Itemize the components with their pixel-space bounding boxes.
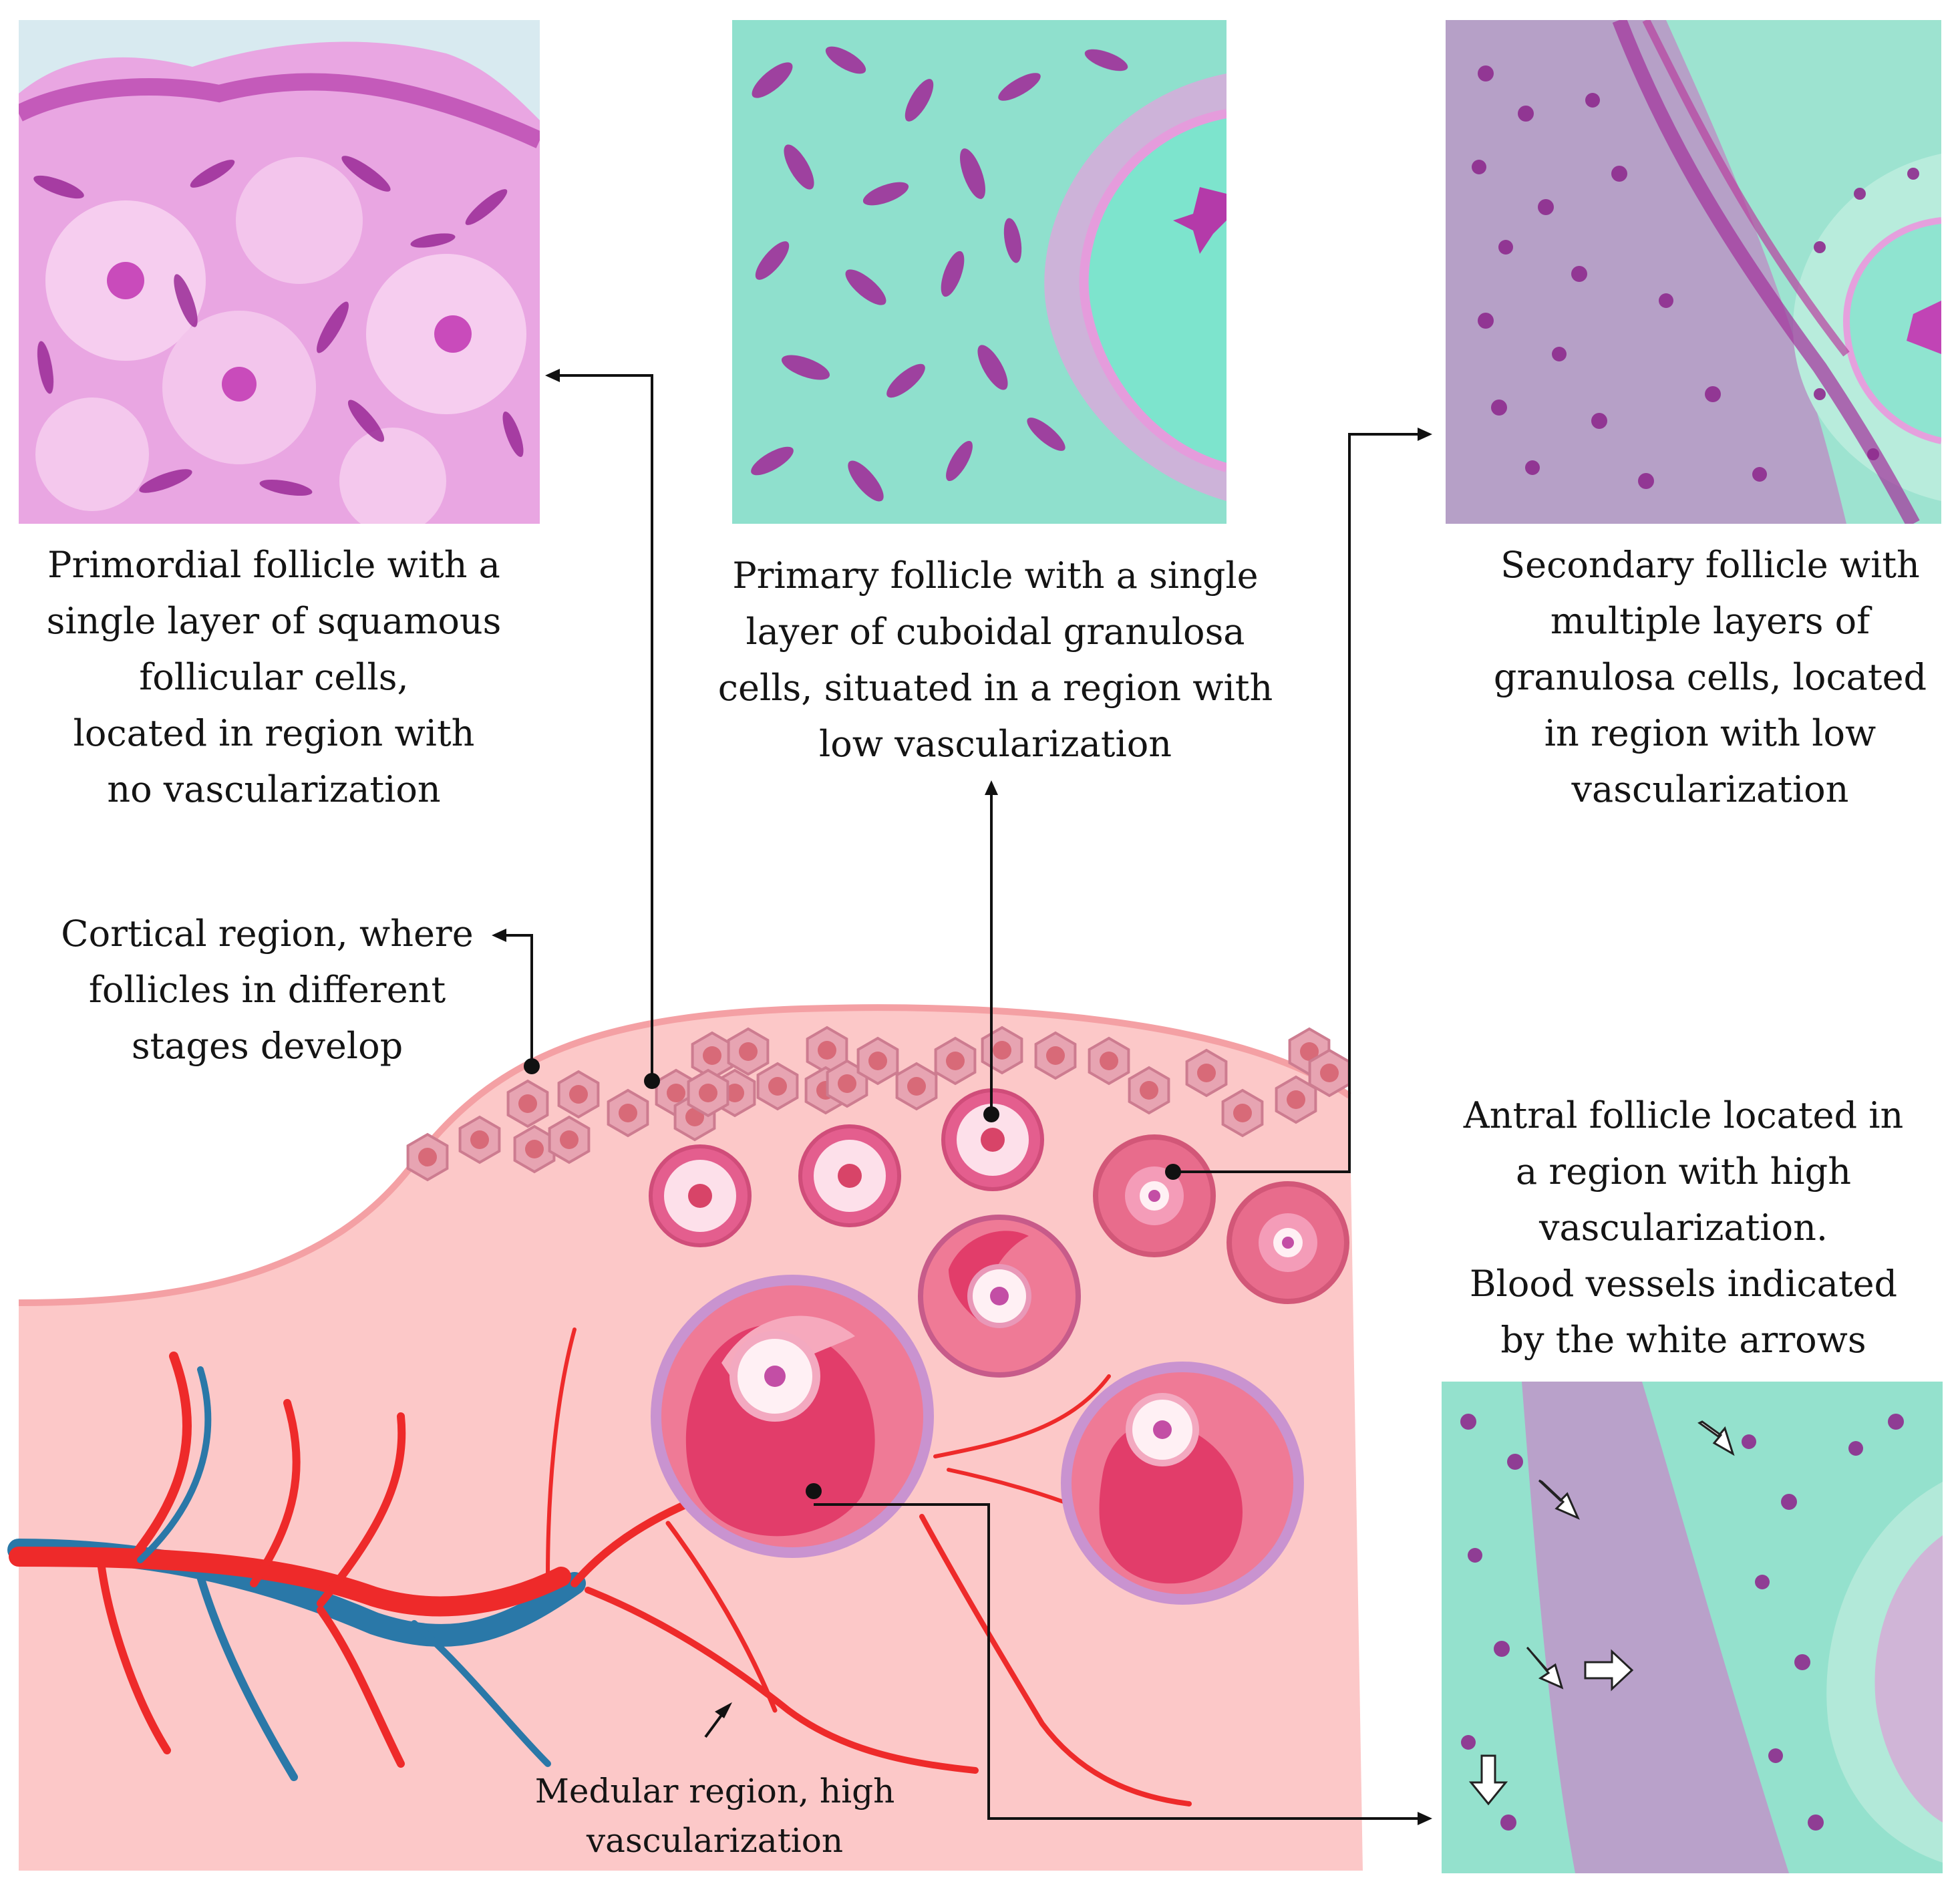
- primordial-cell-nucleus: [699, 1084, 717, 1102]
- primary-caption-line: low vascularization: [818, 723, 1172, 765]
- medular-caption-line: vascularization: [586, 1821, 844, 1860]
- primordial-cell-nucleus: [1100, 1052, 1118, 1070]
- secondary-caption-line: vascularization: [1571, 768, 1849, 810]
- antral-caption-line: by the white arrows: [1500, 1319, 1866, 1361]
- primordial-cell-nucleus: [1300, 1042, 1319, 1061]
- secondary-caption-line: in region with low: [1544, 712, 1876, 754]
- medular-caption: Medular region, high vascularization: [521, 1766, 909, 1865]
- primordial-cell-nucleus: [703, 1046, 721, 1065]
- connector-lines: [494, 374, 1430, 1820]
- primordial-cell-nucleus: [1197, 1064, 1216, 1082]
- antral-caption-line: Antral follicle located in: [1463, 1094, 1904, 1136]
- secondary-caption: Secondary follicle with multiple layers …: [1463, 537, 1957, 818]
- primordial-caption-line: Primordial follicle with a: [47, 544, 500, 586]
- antral-caption: Antral follicle located in a region with…: [1443, 1088, 1924, 1368]
- primordial-cell-nucleus: [685, 1108, 704, 1126]
- primordial-cell-nucleus: [470, 1130, 489, 1149]
- primordial-caption: Primordial follicle with a single layer …: [20, 537, 528, 818]
- vessel-arrow-4: [1526, 1646, 1564, 1690]
- cortical-caption: Cortical region, where follicles in diff…: [40, 906, 494, 1074]
- primary-follicles: [649, 1088, 1044, 1247]
- primordial-cell-nucleus: [560, 1130, 579, 1149]
- primordial-cell-nucleus: [993, 1041, 1011, 1060]
- primordial-cells: [406, 1026, 1351, 1182]
- primordial-cell-nucleus: [1320, 1064, 1339, 1082]
- vessel-arrow-2: [1538, 1479, 1580, 1520]
- primary-histology-image: [732, 20, 1227, 524]
- primary-caption-line: cells, situated in a region with: [717, 667, 1273, 709]
- primordial-cell-nucleus: [818, 1041, 836, 1060]
- primordial-cell-nucleus: [739, 1042, 758, 1061]
- secondary-caption-line: granulosa cells, located: [1493, 656, 1927, 698]
- antral-caption-line: a region with high: [1516, 1150, 1851, 1193]
- medullary-vessels: [7, 1327, 1218, 1806]
- anchor-dots: [524, 1058, 1181, 1499]
- primary-caption-line: layer of cuboidal granulosa: [746, 611, 1245, 653]
- vessel-arrow-3: [1584, 1649, 1634, 1692]
- antral-caption-line: vascularization.: [1538, 1207, 1828, 1249]
- arrowheads: [492, 369, 1432, 1825]
- primordial-cell-nucleus: [525, 1140, 544, 1158]
- primordial-histology-image: [19, 20, 540, 524]
- early-antral-follicle: [918, 1215, 1081, 1378]
- primordial-cell-nucleus: [868, 1052, 887, 1070]
- cortical-caption-line: follicles in different: [88, 969, 446, 1011]
- primordial-cell-nucleus: [518, 1094, 537, 1113]
- primary-caption: Primary follicle with a single layer of …: [715, 548, 1276, 772]
- primordial-caption-line: single layer of squamous: [46, 600, 502, 642]
- vessel-arrow-1: [1697, 1420, 1735, 1456]
- antral-caption-line: Blood vessels indicated: [1469, 1263, 1898, 1305]
- secondary-caption-line: multiple layers of: [1550, 600, 1870, 642]
- antral-follicle-right: [1061, 1362, 1304, 1605]
- primary-caption-line: Primary follicle with a single: [732, 555, 1259, 597]
- primordial-cell-nucleus: [1233, 1104, 1252, 1122]
- cortex-edge: [18, 1004, 1351, 1306]
- primordial-cell-nucleus: [725, 1084, 744, 1102]
- secondary-histology-image: [1446, 20, 1941, 524]
- primordial-cell-nucleus: [1140, 1081, 1158, 1100]
- primordial-cell-nucleus: [768, 1077, 787, 1096]
- vessel-arrow-5: [1468, 1754, 1508, 1806]
- secondary-caption-line: Secondary follicle with: [1500, 544, 1920, 586]
- primordial-cell-nucleus: [418, 1148, 437, 1166]
- primordial-cell-nucleus: [907, 1077, 926, 1096]
- cortical-caption-line: Cortical region, where: [61, 913, 474, 955]
- medular-caption-line: Medular region, high: [534, 1772, 895, 1810]
- primordial-cell-nucleus: [569, 1085, 588, 1104]
- primordial-cell-nucleus: [946, 1052, 965, 1070]
- secondary-follicles: [1093, 1134, 1349, 1304]
- primordial-caption-line: no vascularization: [107, 768, 441, 810]
- primordial-caption-line: follicular cells,: [139, 656, 409, 698]
- primordial-caption-line: located in region with: [73, 712, 475, 754]
- primordial-cell-nucleus: [619, 1104, 637, 1122]
- antral-follicle-large: [651, 1275, 934, 1558]
- primordial-cell-nucleus: [1046, 1046, 1065, 1065]
- primordial-cell-nucleus: [667, 1084, 685, 1102]
- antral-histology-image: [1442, 1382, 1943, 1873]
- cortical-caption-line: stages develop: [131, 1025, 403, 1067]
- primordial-cell-nucleus: [838, 1074, 856, 1093]
- primordial-cell-nucleus: [1287, 1090, 1305, 1109]
